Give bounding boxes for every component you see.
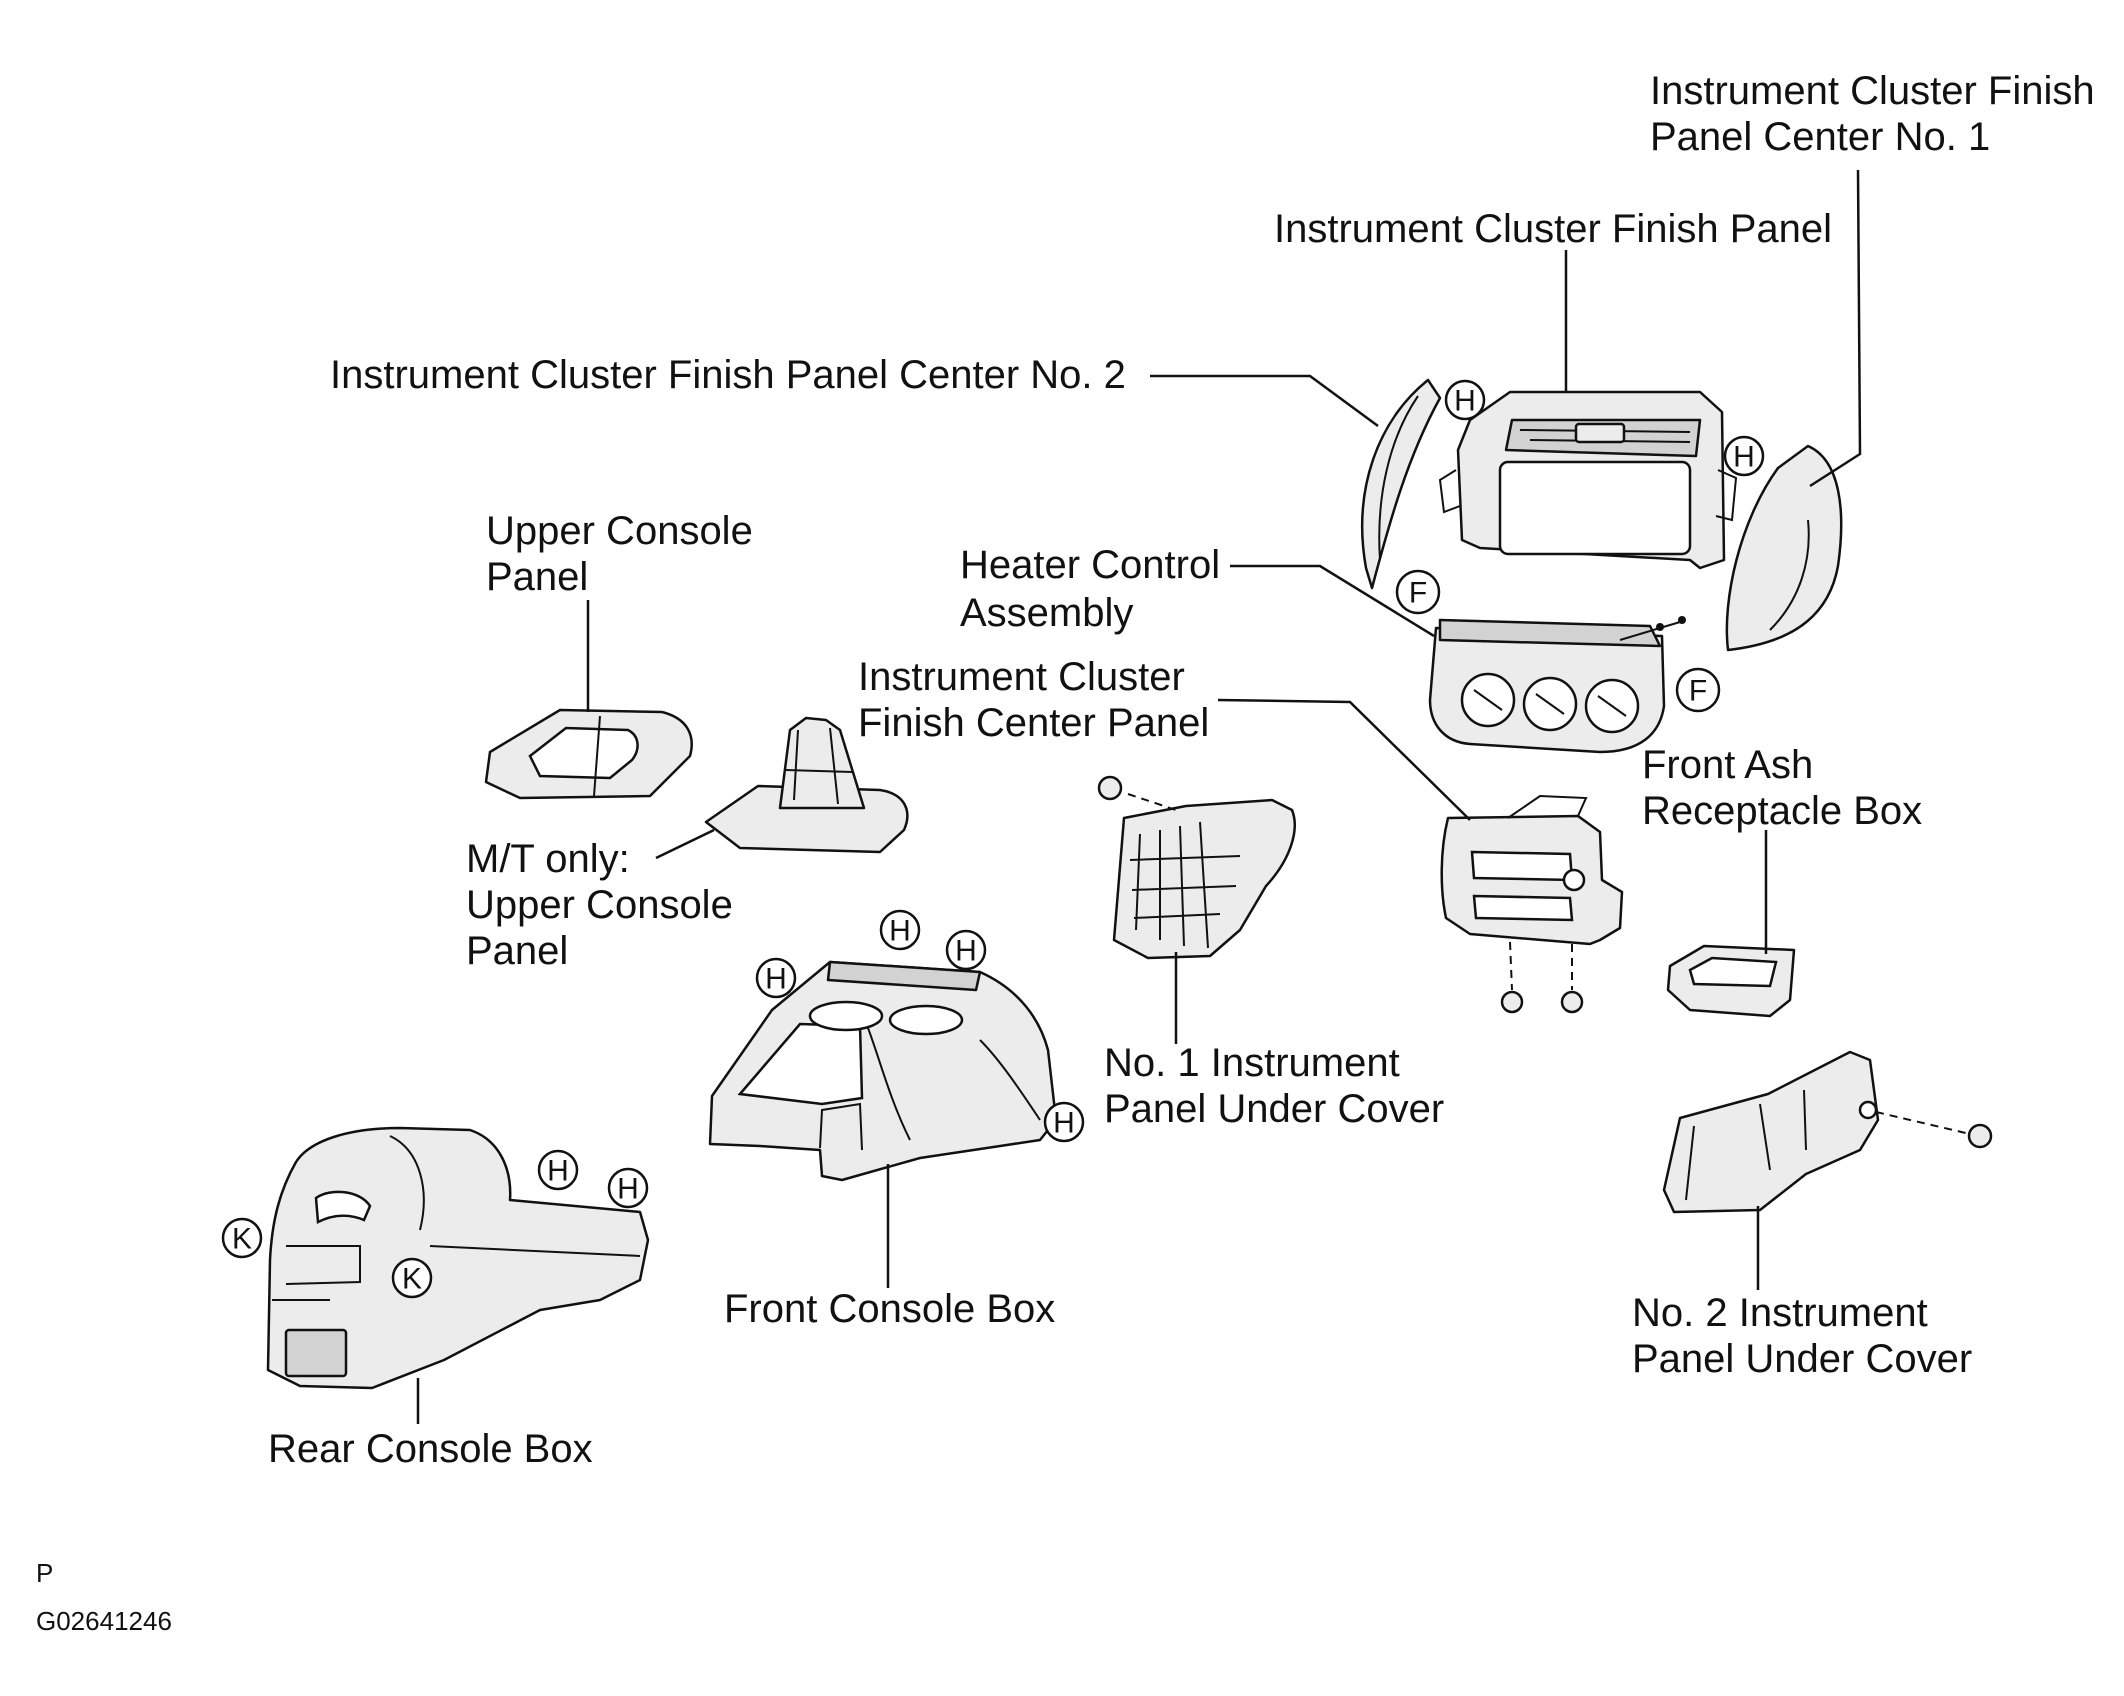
marker-h-6: H <box>1043 1101 1085 1143</box>
svg-text:Assembly: Assembly <box>960 591 1133 635</box>
marker-h-3: H <box>879 909 921 951</box>
svg-text:Instrument Cluster: Instrument Cluster <box>858 655 1185 699</box>
label-finish-center-panel: Instrument Cluster Finish Center Panel <box>858 655 1209 745</box>
svg-text:Receptacle Box: Receptacle Box <box>1642 789 1922 833</box>
marker-f-1: F <box>1395 569 1441 615</box>
front-ash-receptacle-part <box>1666 944 1796 1018</box>
label-finish-panel: Instrument Cluster Finish Panel <box>1274 207 1832 251</box>
mt-upper-console-panel-part <box>704 716 909 854</box>
marker-h-8: H <box>607 1167 649 1209</box>
label-rear-console-box: Rear Console Box <box>268 1427 593 1471</box>
svg-text:Heater Control: Heater Control <box>960 543 1220 587</box>
finish-panel-center-no2-part <box>1361 378 1442 590</box>
label-finish-panel-center-no2: Instrument Cluster Finish Panel Center N… <box>330 353 1126 397</box>
svg-text:Upper Console: Upper Console <box>486 509 753 553</box>
corner-mark: P <box>36 1558 53 1588</box>
marker-k-1: K <box>221 1217 263 1259</box>
svg-text:Front Ash: Front Ash <box>1642 743 1813 787</box>
label-front-console-box: Front Console Box <box>724 1287 1055 1331</box>
svg-text:H: H <box>1733 441 1755 474</box>
svg-text:Upper Console: Upper Console <box>466 883 733 927</box>
svg-text:Panel: Panel <box>466 929 568 973</box>
marker-h-2: H <box>1723 435 1765 477</box>
svg-text:H: H <box>1454 385 1476 418</box>
label-no1-under-cover: No. 1 Instrument Panel Under Cover <box>1104 1041 1444 1131</box>
figure-id: G02641246 <box>36 1606 172 1636</box>
svg-text:H: H <box>955 935 977 968</box>
svg-text:H: H <box>617 1173 639 1206</box>
svg-text:Panel: Panel <box>486 555 588 599</box>
svg-text:No. 1 Instrument: No. 1 Instrument <box>1104 1041 1400 1085</box>
svg-text:H: H <box>889 915 911 948</box>
svg-text:F: F <box>1409 577 1427 610</box>
svg-text:H: H <box>765 963 787 996</box>
marker-h-1: H <box>1444 379 1486 421</box>
svg-text:K: K <box>232 1223 252 1256</box>
svg-text:Panel Under Cover: Panel Under Cover <box>1104 1087 1444 1131</box>
screws-center-panel <box>1500 941 1584 1014</box>
no1-under-cover-part <box>1097 775 1296 960</box>
marker-f-2: F <box>1675 667 1721 713</box>
finish-panel-part <box>1438 390 1738 570</box>
svg-text:No. 2 Instrument: No. 2 Instrument <box>1632 1291 1928 1335</box>
label-heater-control-assembly: Heater Control Assembly <box>960 543 1220 635</box>
rear-console-box-part <box>266 1126 650 1390</box>
svg-text:H: H <box>1053 1107 1075 1140</box>
svg-text:Finish Center Panel: Finish Center Panel <box>858 701 1209 745</box>
svg-text:M/T only:: M/T only: <box>466 837 630 881</box>
upper-console-panel-part <box>484 708 693 800</box>
label-front-ash-receptacle-box: Front Ash Receptacle Box <box>1642 743 1922 833</box>
leader-lines <box>416 169 1862 1424</box>
svg-text:F: F <box>1689 675 1707 708</box>
svg-text:Panel Center No. 1: Panel Center No. 1 <box>1650 115 1990 159</box>
svg-text:H: H <box>547 1155 569 1188</box>
heater-control-part <box>1428 616 1686 754</box>
label-upper-console-panel: Upper Console Panel <box>486 509 753 599</box>
svg-text:Instrument Cluster Finish: Instrument Cluster Finish <box>1650 69 2095 113</box>
svg-text:Panel Under Cover: Panel Under Cover <box>1632 1337 1972 1381</box>
finish-panel-center-no1-part <box>1725 444 1843 652</box>
label-no2-under-cover: No. 2 Instrument Panel Under Cover <box>1632 1291 1972 1381</box>
no2-under-cover-part <box>1662 1050 1993 1214</box>
label-finish-panel-center-no1: Instrument Cluster Finish Panel Center N… <box>1650 69 2095 159</box>
marker-h-5: H <box>755 957 797 999</box>
label-mt-upper-console-panel: M/T only: Upper Console Panel <box>466 837 733 973</box>
front-console-box-part <box>708 960 1058 1182</box>
marker-h-4: H <box>945 929 987 971</box>
svg-text:K: K <box>402 1263 422 1296</box>
finish-center-panel-part <box>1440 794 1624 946</box>
marker-h-7: H <box>537 1149 579 1191</box>
marker-k-2: K <box>391 1257 433 1299</box>
